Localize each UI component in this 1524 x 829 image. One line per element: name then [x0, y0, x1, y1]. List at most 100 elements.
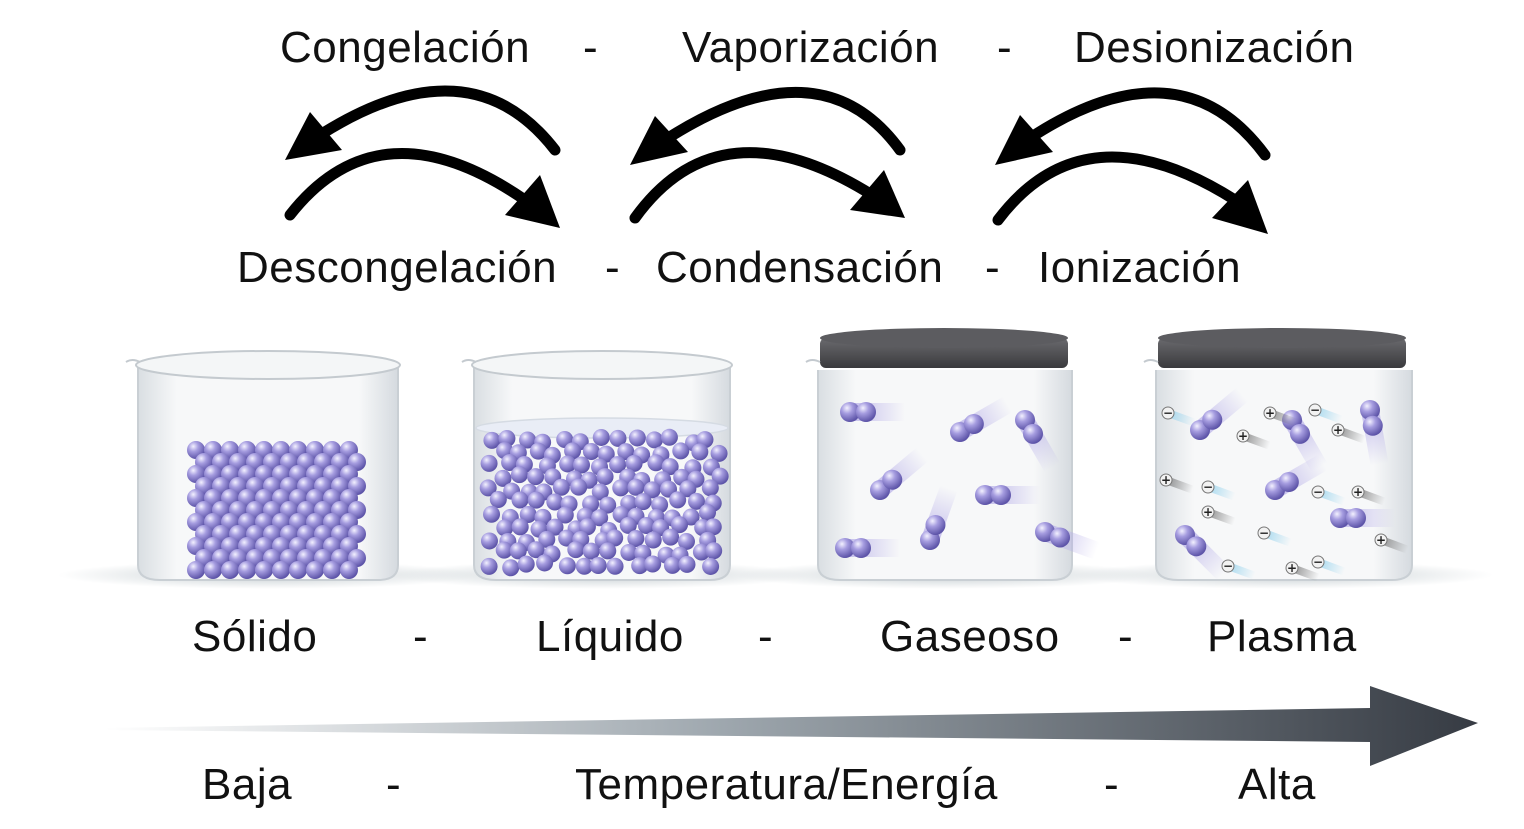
liquid-particle [631, 557, 649, 575]
solid-particle [272, 561, 290, 579]
liquid-particle [677, 532, 695, 550]
curved-arrow-icon [629, 147, 878, 224]
liquid-particle [627, 530, 645, 548]
scale-axis-label: Temperatura/Energía [575, 760, 998, 809]
liquid-particle [660, 428, 678, 446]
gas-molecule-atom [1050, 527, 1071, 548]
liquid-particle [527, 491, 545, 509]
curved-arrow-icon [314, 85, 561, 156]
liquid-particle [501, 454, 519, 472]
liquid-particle [662, 528, 680, 546]
curved-arrow-icon [992, 151, 1241, 226]
state-liquid: Líquido [536, 612, 684, 661]
gas-molecule-atom [851, 538, 871, 558]
liquid-particle [591, 483, 609, 501]
curved-arrow-icon [505, 175, 560, 228]
liquid-particle [599, 542, 617, 560]
label-melting: Descongelación [237, 243, 558, 292]
liquid-particle [570, 478, 588, 496]
liquid-particle [509, 542, 527, 560]
solid-particle [221, 561, 239, 579]
negative-ion [1257, 526, 1271, 540]
gas-molecule-atom [882, 469, 903, 490]
liquid-particle [592, 428, 610, 446]
negative-ion [1201, 480, 1215, 494]
liquid-particle [644, 555, 662, 573]
minus-sign: − [1313, 555, 1323, 569]
separator: - [985, 243, 1001, 292]
separator: - [1118, 612, 1134, 661]
liquid-particle [609, 429, 627, 447]
liquid-particle [701, 479, 719, 497]
label-condensation: Condensación [656, 243, 944, 292]
liquid-particle [705, 542, 723, 560]
curved-arrow-icon [630, 116, 688, 165]
minus-sign: − [1203, 480, 1213, 494]
plus-sign: + [1238, 429, 1248, 443]
curved-arrow-icon [995, 115, 1053, 165]
solid-particle [238, 561, 256, 579]
liquid-particle [645, 431, 663, 449]
separator: - [758, 612, 774, 661]
solid-particle [187, 561, 205, 579]
liquid-particle [582, 442, 600, 460]
liquid-particle [552, 478, 570, 496]
liquid-particle [527, 541, 545, 559]
gas-molecule-atom [920, 530, 940, 550]
positive-ion [1236, 429, 1250, 443]
plasma-molecule-atom [1278, 472, 1299, 492]
liquid-particle [519, 431, 537, 449]
liquid-particle [558, 529, 576, 547]
liquid-particle [617, 443, 635, 461]
liquid-particle [519, 506, 537, 524]
negative-ion [1308, 403, 1322, 417]
solid-particle [323, 561, 341, 579]
minus-sign: − [1310, 403, 1320, 417]
liquid-particle [647, 454, 665, 472]
solid-particle [306, 561, 324, 579]
plus-sign: + [1353, 485, 1363, 499]
liquid-particle [628, 429, 646, 447]
plus-sign: + [1161, 473, 1171, 487]
liquid-particle [702, 557, 720, 575]
negative-ion [1161, 406, 1175, 420]
label-freezing: Congelación [280, 23, 531, 72]
liquid-particle [710, 444, 728, 462]
liquid-particle [619, 516, 637, 534]
liquid-particle [678, 555, 696, 573]
liquid-particle [494, 469, 512, 487]
liquid-particle [599, 496, 617, 514]
liquid-particle [578, 518, 596, 536]
plasma-molecule-atom [1290, 423, 1310, 444]
plasma-molecule-atom [1360, 400, 1380, 420]
plasma-molecule-atom [1346, 508, 1366, 528]
liquid-particle [711, 467, 729, 485]
plus-sign: + [1203, 505, 1213, 519]
curved-arrow-icon [1212, 180, 1268, 234]
curved-arrow-icon [850, 170, 905, 218]
liquid-particle [479, 479, 497, 497]
liquid-particle [637, 517, 655, 535]
plasma-particles: −+−+++−−++−+−+− [1159, 387, 1409, 582]
plasma-molecule-atom [1330, 508, 1350, 528]
liquid-particle [559, 455, 577, 473]
liquid-particle [483, 505, 501, 523]
liquid-particle [538, 530, 556, 548]
liquid-particle [480, 532, 498, 550]
liquid-particle [546, 518, 564, 536]
positive-ion [1285, 561, 1299, 575]
beaker-solid [125, 350, 401, 581]
liquid-particle [699, 503, 717, 521]
liquid-particle [691, 443, 709, 461]
liquid-particle [606, 529, 624, 547]
curved-arrow-icon [659, 87, 906, 156]
minus-sign: − [1259, 526, 1269, 540]
plasma-molecule-atom [1186, 536, 1207, 557]
gas-molecule-atom [1035, 522, 1055, 542]
liquid-particle [634, 493, 652, 511]
positive-ion [1374, 533, 1388, 547]
beaker-liquid [461, 350, 733, 581]
gas-molecule-atom [856, 402, 876, 422]
liquid-particle [643, 481, 661, 499]
